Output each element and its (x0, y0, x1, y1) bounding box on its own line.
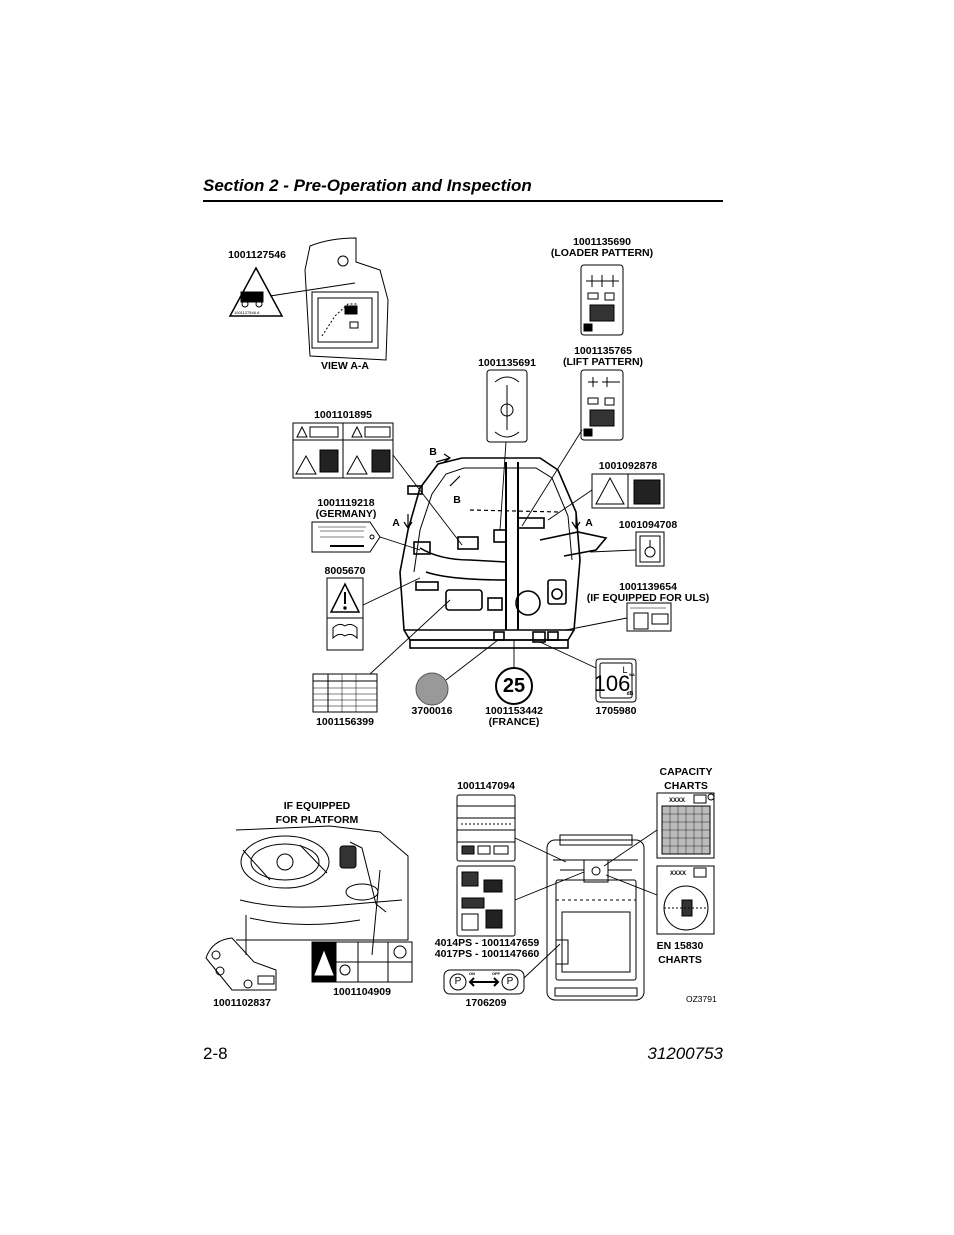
label-4014ps: 4014PS - 1001147659 (434, 937, 540, 949)
decal-1001101895 (292, 422, 394, 479)
page-number: 2-8 (203, 1044, 228, 1063)
section-marker-a-right: A (585, 517, 593, 529)
label-1001153442: 1001153442 (485, 705, 543, 717)
decal-1001127546: 1001127546 A (228, 266, 284, 317)
label-1001156399: 1001156399 (316, 716, 374, 728)
decal-1001094708 (635, 531, 665, 567)
park-on: ON (469, 971, 475, 976)
section-marker-b-top: B (429, 446, 437, 458)
capacity-xxxx: XXXX (668, 798, 686, 804)
label-1001094708: 1001094708 (618, 519, 678, 531)
decal-1001104909 (311, 941, 413, 983)
en-xxxx: XXXX (669, 871, 687, 877)
header-rule (203, 200, 723, 202)
section-markers (403, 453, 581, 530)
leader-lines-bottom (514, 829, 658, 979)
cab-outline (399, 457, 608, 649)
document-number: 31200753 (647, 1044, 723, 1063)
decal-1001102837 (205, 937, 277, 991)
label-platform-2: FOR PLATFORM (275, 814, 359, 826)
decal-1001135765 (580, 369, 624, 441)
label-1001135690: 1001135690 (573, 236, 631, 248)
section-marker-b-bottom: B (453, 494, 461, 506)
label-1001104909: 1001104909 (333, 986, 391, 998)
label-capacity-1: CAPACITY (659, 766, 713, 778)
label-1001102837: 1001102837 (213, 997, 271, 1009)
decal-1001135690 (580, 264, 624, 336)
decal-small-code: 1001127546 A (234, 310, 260, 315)
park-p-left: P (454, 976, 462, 987)
label-en15830-2: CHARTS (658, 954, 702, 966)
label-1705980: 1705980 (595, 705, 637, 717)
park-off: OFF (492, 971, 500, 976)
label-en15830-1: EN 15830 (656, 940, 704, 952)
decal-3700016 (415, 672, 449, 706)
label-capacity-2: CHARTS (664, 780, 708, 792)
noise-unit: dB (626, 691, 634, 697)
view-aa-panel (269, 237, 389, 361)
label-1001135765: 1001135765 (574, 345, 632, 357)
label-1001101895: 1001101895 (314, 409, 372, 421)
decal-1001139654 (626, 602, 672, 632)
label-8005670: 8005670 (324, 565, 366, 577)
label-1001119218: 1001119218 (317, 497, 375, 509)
decal-1001147094 (456, 794, 516, 862)
decal-1001119218 (311, 521, 381, 553)
label-lift-pattern: (LIFT PATTERN) (562, 356, 644, 368)
noise-l: L (622, 665, 628, 675)
park-p-right: P (506, 976, 514, 987)
decal-1705980 (595, 658, 637, 703)
label-uls: (IF EQUIPPED FOR ULS) (586, 592, 710, 604)
label-1001127546: 1001127546 (228, 249, 286, 261)
decal-capacity-chart (656, 792, 715, 859)
decal-1001156399 (312, 673, 378, 713)
speed-sign-value: 25 (502, 675, 526, 697)
noise-wa: WA (629, 673, 635, 677)
leader-lines (362, 429, 637, 681)
figure-reference: OZ3791 (686, 994, 717, 1004)
noise-value: 106 (593, 671, 631, 696)
label-4017ps: 4017PS - 1001147660 (434, 948, 540, 960)
machine-top-view (546, 834, 645, 1001)
decal-1001147659 (456, 865, 516, 937)
label-1001139654: 1001139654 (619, 581, 677, 593)
label-3700016: 3700016 (411, 705, 453, 717)
decal-1001135691 (486, 369, 528, 443)
decal-en15830-chart (656, 865, 715, 935)
label-germany: (GERMANY) (315, 508, 377, 520)
section-title: Section 2 - Pre-Operation and Inspection (203, 176, 532, 195)
decal-8005670 (326, 577, 364, 651)
label-loader-pattern: (LOADER PATTERN) (550, 247, 654, 259)
label-1001147094: 1001147094 (457, 780, 515, 792)
label-france: (FRANCE) (488, 716, 540, 728)
section-marker-a-left: A (392, 517, 400, 529)
label-1001092878: 1001092878 (598, 460, 658, 472)
label-1001135691: 1001135691 (478, 357, 536, 369)
decal-1001092878 (591, 473, 665, 509)
steering-column-view (235, 825, 409, 956)
label-platform-1: IF EQUIPPED (283, 800, 351, 812)
label-view-aa: VIEW A-A (320, 360, 370, 372)
decal-1706209 (443, 969, 525, 995)
label-1706209: 1706209 (465, 997, 507, 1009)
